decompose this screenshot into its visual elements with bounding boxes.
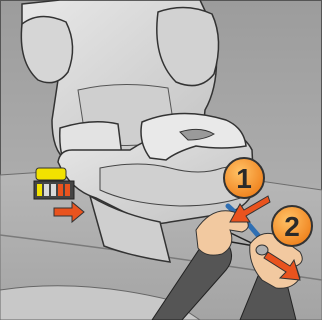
indicator-slot-1 [37,184,42,196]
step-badge-2: 2 [272,206,312,246]
indicator-slot-5 [65,184,70,196]
strap-buckle [256,245,268,255]
step-number-2: 2 [284,211,300,242]
indicator-yellow-tab [36,168,66,180]
step-number-1: 1 [236,163,252,194]
step-badge-1: 1 [224,158,264,198]
indicator-slot-2 [44,184,49,196]
indicator-slot-4 [58,184,63,196]
indicator-slot-3 [51,184,56,196]
